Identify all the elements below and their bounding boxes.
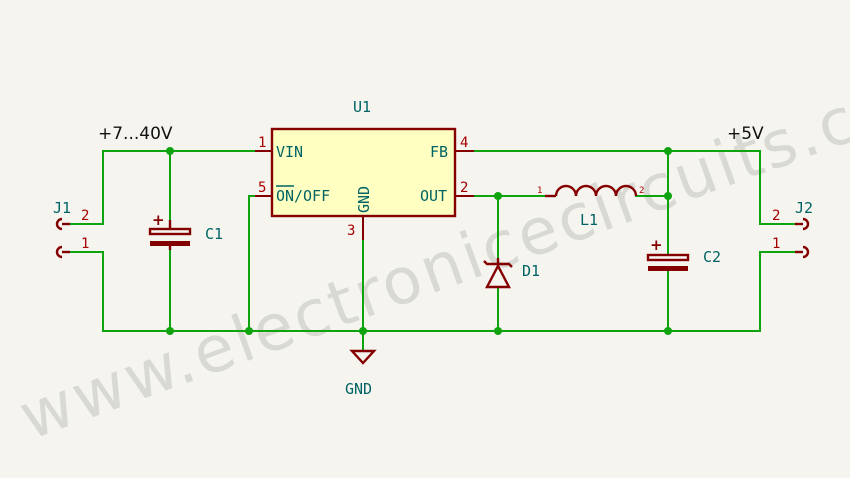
ground-symbol: GND	[345, 349, 377, 398]
j2-pin2-number: 2	[772, 208, 780, 224]
junction-dot	[664, 192, 672, 200]
junction-dot	[166, 327, 174, 335]
u1-pin5-number: 5	[258, 180, 266, 196]
c2-plate-top	[646, 253, 690, 262]
junction-dot	[664, 327, 672, 335]
u1-pin-onoff-overbar: ON	[276, 187, 294, 205]
u1-pin2-number: 2	[460, 180, 468, 196]
u1-pin-out-name: OUT	[420, 187, 447, 205]
j1-ref-label: J1	[53, 199, 71, 217]
net-label-vin: +7...40V	[98, 124, 173, 144]
capacitor-c2[interactable]: + C2	[646, 236, 721, 271]
j2-pin2-socket	[802, 217, 810, 231]
u1-pin4-number: 4	[460, 135, 468, 151]
j2-ref-label: J2	[795, 199, 813, 217]
l1-coil	[554, 184, 638, 197]
u1-pin1-number: 1	[258, 135, 266, 151]
junction-dot	[166, 147, 174, 155]
c1-ref-label: C1	[205, 225, 223, 243]
junction-dot	[494, 327, 502, 335]
junction-dot	[359, 327, 367, 335]
l1-pin1-number: 1	[537, 186, 542, 196]
watermark-text: www.electronicecircuits.com	[10, 46, 850, 455]
connector-j2[interactable]: J2 2 1	[772, 199, 813, 259]
net-label-vout: +5V	[727, 124, 764, 144]
j2-pin1-socket	[802, 245, 810, 259]
l1-pin2-number: 2	[639, 186, 644, 196]
connector-j1[interactable]: J1 2 1	[53, 199, 89, 259]
junction-dot	[245, 327, 253, 335]
regulator-u1[interactable]: U1 1 5 4 2 3 VIN ON /OFF FB OUT GND	[255, 98, 474, 240]
ground-triangle	[349, 349, 377, 365]
ground-label: GND	[345, 380, 372, 398]
diode-d1[interactable]: D1	[483, 258, 540, 289]
u1-pin-gnd-name: GND	[355, 186, 373, 213]
u1-pin-vin-name: VIN	[276, 143, 303, 161]
junction-dot	[494, 192, 502, 200]
j1-pin1-socket	[55, 245, 63, 259]
u1-ref-label: U1	[353, 98, 371, 116]
j1-pin2-number: 2	[81, 208, 89, 224]
u1-pin-onoff-rest: /OFF	[294, 187, 330, 205]
junctions	[166, 147, 672, 335]
d1-ref-label: D1	[522, 262, 540, 280]
j1-pin2-socket	[55, 217, 63, 231]
wires	[69, 150, 796, 352]
j1-pin1-number: 1	[81, 236, 89, 252]
j2-pin1-number: 1	[772, 236, 780, 252]
l1-ref-label: L1	[580, 211, 598, 229]
c1-plate-bottom	[150, 241, 190, 246]
u1-pin-fb-name: FB	[430, 143, 448, 161]
inductor-l1[interactable]: 1 2 L1	[537, 184, 644, 229]
capacitor-c1[interactable]: + C1	[148, 211, 223, 250]
c2-plate-bottom	[648, 266, 688, 271]
c2-ref-label: C2	[703, 248, 721, 266]
junction-dot	[664, 147, 672, 155]
c1-plate-top	[148, 227, 192, 236]
c1-polarity-plus: +	[152, 211, 165, 229]
c2-polarity-plus: +	[650, 236, 663, 254]
u1-pin3-number: 3	[347, 223, 355, 239]
